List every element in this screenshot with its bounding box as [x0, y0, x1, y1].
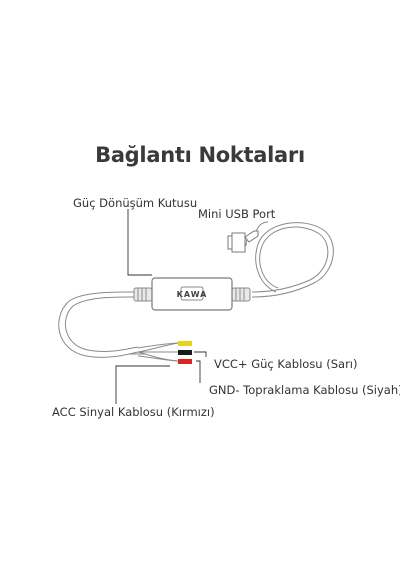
brand-logo: KAWA [177, 290, 208, 299]
left-cable-coil [58, 291, 139, 358]
converter-box: KAWA [151, 277, 233, 311]
page-title: Bağlantı Noktaları [95, 143, 305, 167]
leader-vcc [194, 351, 207, 357]
yellow-wire-tip [178, 341, 192, 346]
red-wire-tip [178, 359, 192, 364]
leader-gnd [196, 360, 201, 383]
acc-cable-label: ACC Sinyal Kablosu (Kırmızı) [52, 405, 215, 419]
gnd-cable-label: GND- Topraklama Kablosu (Siyah) [209, 383, 400, 397]
left-strain-relief [133, 287, 153, 302]
mini-usb-connector [227, 230, 259, 253]
converter-box-label: Güç Dönüşüm Kutusu [73, 196, 198, 210]
black-wire-tip [178, 350, 192, 355]
right-strain-relief [231, 287, 251, 302]
leader-acc [115, 365, 170, 404]
usb-port-label: Mini USB Port [198, 207, 276, 221]
vcc-cable-label: VCC+ Güç Kablosu (Sarı) [214, 357, 358, 371]
leader-converter-box [127, 209, 152, 276]
right-cable-coil [245, 221, 334, 298]
